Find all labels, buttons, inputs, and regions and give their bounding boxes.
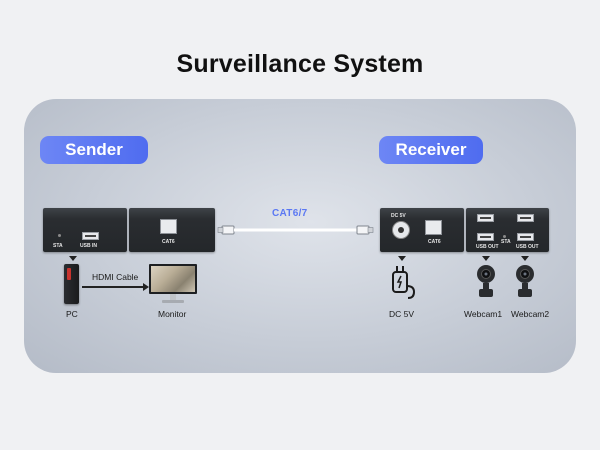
receiver-usb-out-left-label: USB OUT [476,244,499,250]
receiver-dc-label: DC 5V [391,213,406,219]
webcam-icon [477,265,495,297]
page-title: Surveillance System [176,50,424,78]
sender-badge: Sender [40,136,148,164]
receiver-rj45-port [425,220,442,235]
sta-led [503,235,506,238]
sender-cat-label: CAT6 [162,239,175,245]
monitor-icon [149,264,197,304]
sender-usb-unit: STA USB IN [43,208,127,252]
webcam1-arrow [482,256,490,261]
sender-cat-unit: CAT6 [129,208,215,252]
dc-label: DC 5V [389,309,415,319]
pc-label: PC [66,309,78,319]
receiver-power-unit: DC 5V CAT6 [380,208,464,252]
webcam1-label: Webcam1 [464,309,503,319]
receiver-sta-label: STA [501,239,511,245]
power-arrow [398,256,406,261]
cable-label: CAT6/7 [272,208,308,219]
receiver-badge: Receiver [379,136,483,164]
usb-out-port [477,214,494,222]
dc-jack [392,221,410,239]
monitor-label: Monitor [158,309,187,319]
receiver-usb-unit: USB OUT STA USB OUT [466,208,549,252]
receiver-cat-label: CAT6 [428,239,441,245]
usb-out-port [477,233,494,241]
webcam2-label: Webcam2 [511,309,550,319]
sta-led [58,234,61,237]
pc-icon [64,264,79,304]
power-plug-icon [392,266,416,299]
usb-in-port [82,232,99,240]
usb-arrow [69,256,77,261]
sender-rj45-port [160,219,177,234]
webcam2-arrow [521,256,529,261]
usb-out-port [517,214,534,222]
arrow-right-icon [143,283,149,291]
sender-usb-in-label: USB IN [80,243,97,249]
sender-sta-label: STA [53,243,63,249]
receiver-usb-out-right-label: USB OUT [516,244,539,250]
usb-out-port [517,233,534,241]
webcam-icon [516,265,534,297]
hdmi-cable-label: HDMI Cable [92,272,139,282]
hdmi-cable-line [82,286,145,288]
